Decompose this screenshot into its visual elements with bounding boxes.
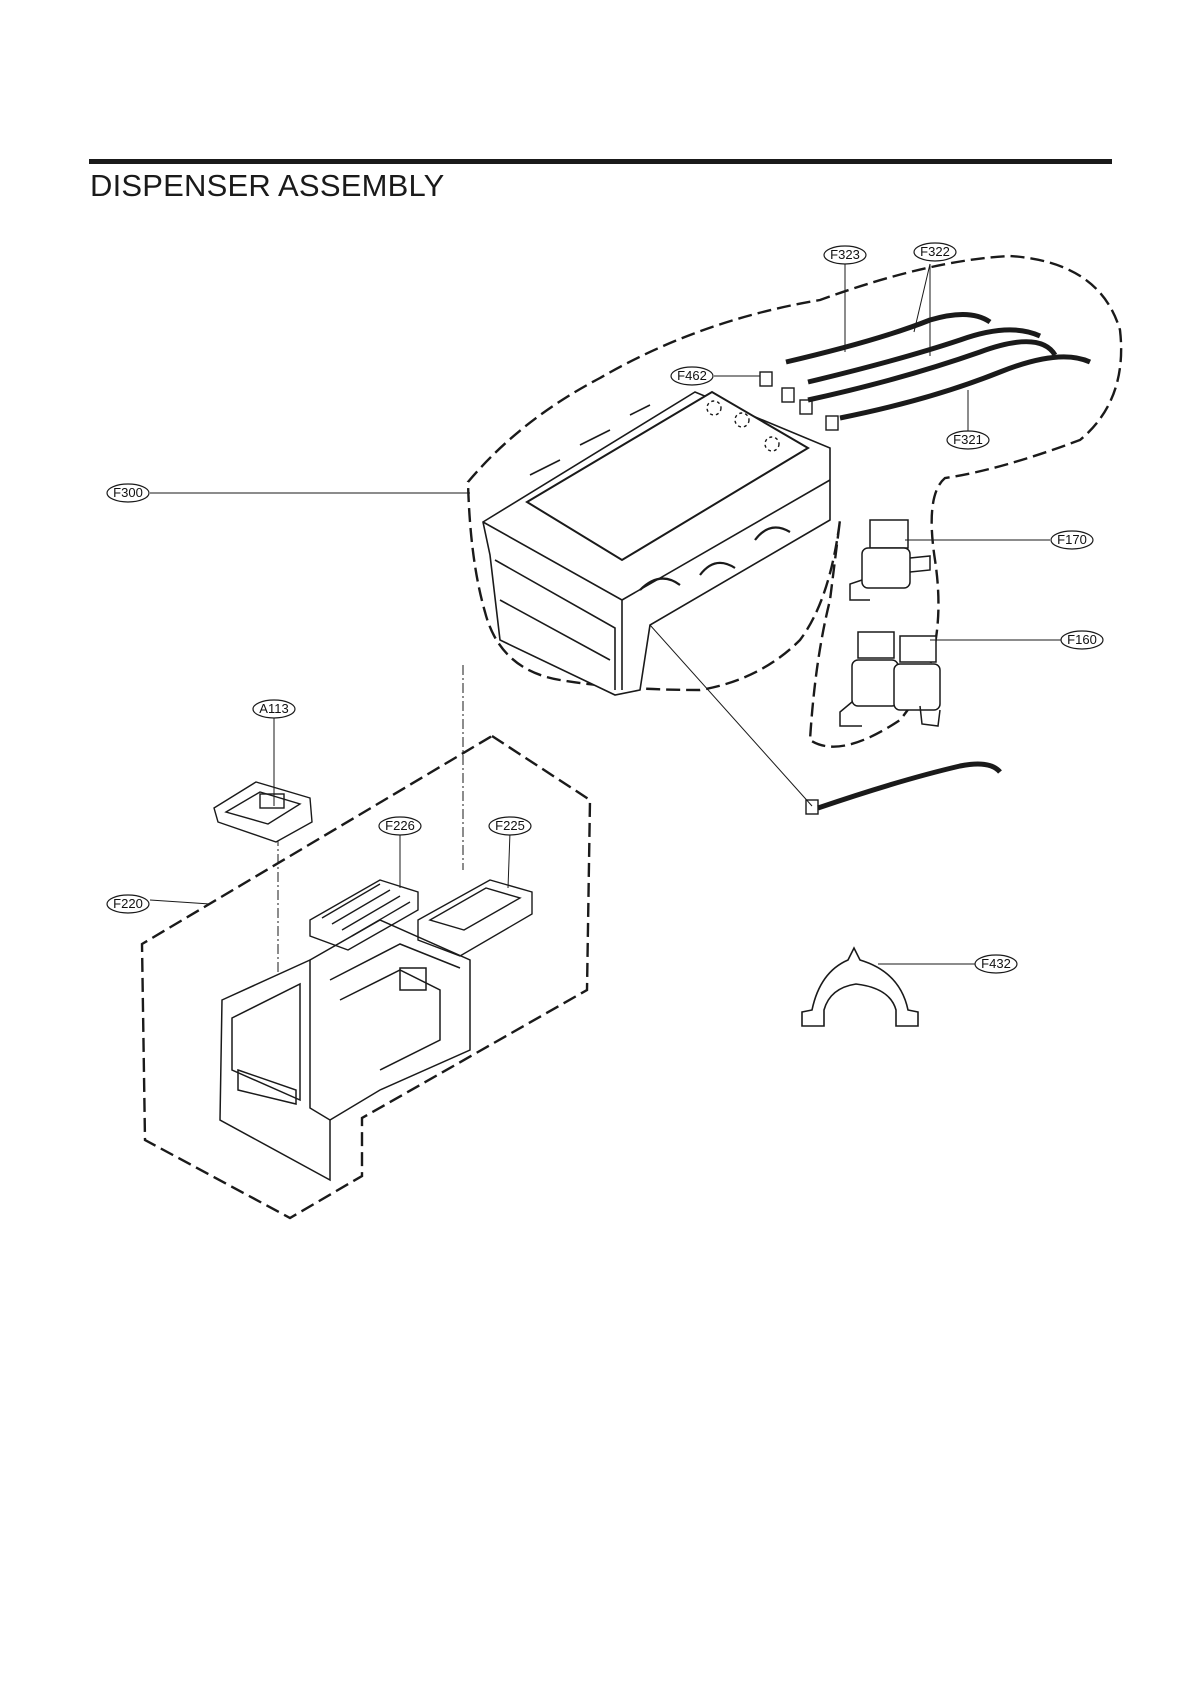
svg-text:F160: F160 xyxy=(1067,632,1097,647)
leader-lines xyxy=(149,263,1062,965)
callout-A113: A113 xyxy=(252,699,296,719)
cap-part xyxy=(213,781,313,843)
svg-text:F462: F462 xyxy=(677,368,707,383)
callout-F300: F300 xyxy=(106,483,150,503)
svg-text:F226: F226 xyxy=(385,818,415,833)
svg-text:F432: F432 xyxy=(981,956,1011,971)
svg-text:F220: F220 xyxy=(113,896,143,911)
page-title: DISPENSER ASSEMBLY xyxy=(90,168,445,203)
callout-F226: F226 xyxy=(378,816,422,836)
hose-guide xyxy=(801,946,919,1027)
callout-F170: F170 xyxy=(1050,530,1094,550)
callout-F462: F462 xyxy=(670,366,714,386)
svg-text:A113: A113 xyxy=(259,701,288,716)
svg-text:F323: F323 xyxy=(830,247,860,262)
hoses xyxy=(785,311,1092,421)
callout-F432: F432 xyxy=(974,954,1018,974)
callout-F225: F225 xyxy=(488,816,532,836)
svg-text:F321: F321 xyxy=(953,432,983,447)
callout-F323: F323 xyxy=(823,245,867,265)
drawer-group-boundary xyxy=(140,734,592,1220)
svg-text:F225: F225 xyxy=(495,818,525,833)
hidden-port-marks xyxy=(706,400,780,452)
drawer xyxy=(219,919,471,1182)
drain-hose xyxy=(805,761,1002,815)
softener-lid xyxy=(309,879,419,951)
guide-line-1 xyxy=(649,624,813,807)
svg-text:F300: F300 xyxy=(113,485,143,500)
header-rule xyxy=(89,159,1112,164)
hose-clamps xyxy=(759,371,839,431)
detergent-cup xyxy=(417,879,533,957)
callout-F220: F220 xyxy=(106,894,150,914)
dispenser-housing xyxy=(482,390,831,696)
svg-text:F322: F322 xyxy=(920,244,950,259)
callout-F321: F321 xyxy=(946,430,990,450)
callout-F160: F160 xyxy=(1060,630,1104,650)
callout-F322: F322 xyxy=(913,242,957,262)
callouts: F323 F322 F462 F321 F300 F170 xyxy=(106,242,1104,974)
valve-single xyxy=(849,519,931,601)
svg-text:F170: F170 xyxy=(1057,532,1087,547)
valve-double xyxy=(839,631,941,727)
